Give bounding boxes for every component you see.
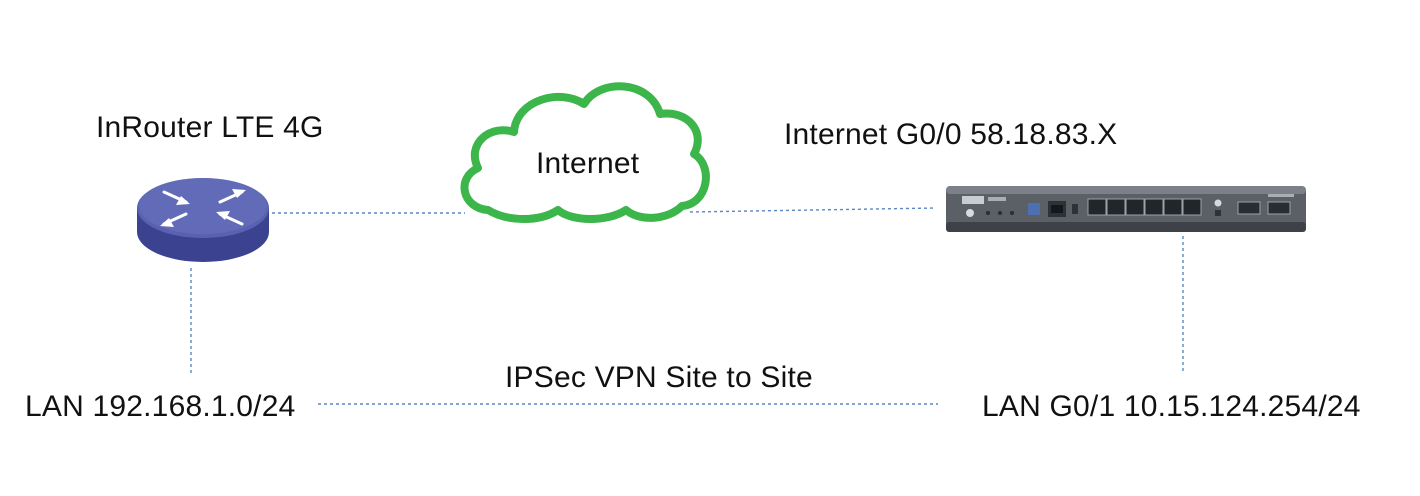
router-arrows-icon xyxy=(160,189,246,227)
firewall-wan-label: Internet G0/0 58.18.83.X xyxy=(784,118,1118,151)
cloud-label: Internet xyxy=(536,147,640,180)
router-lan-label: LAN 192.168.1.0/24 xyxy=(25,390,296,423)
firewall-device-icon xyxy=(946,186,1306,232)
router-icon xyxy=(137,178,269,262)
internet-cloud-icon xyxy=(460,82,710,223)
router-name-label: InRouter LTE 4G xyxy=(96,111,324,144)
link-cloud-to-firewall xyxy=(689,207,937,213)
firewall-lan-label: LAN G0/1 10.15.124.254/24 xyxy=(982,390,1361,423)
vpn-tunnel-label: IPSec VPN Site to Site xyxy=(505,361,813,394)
